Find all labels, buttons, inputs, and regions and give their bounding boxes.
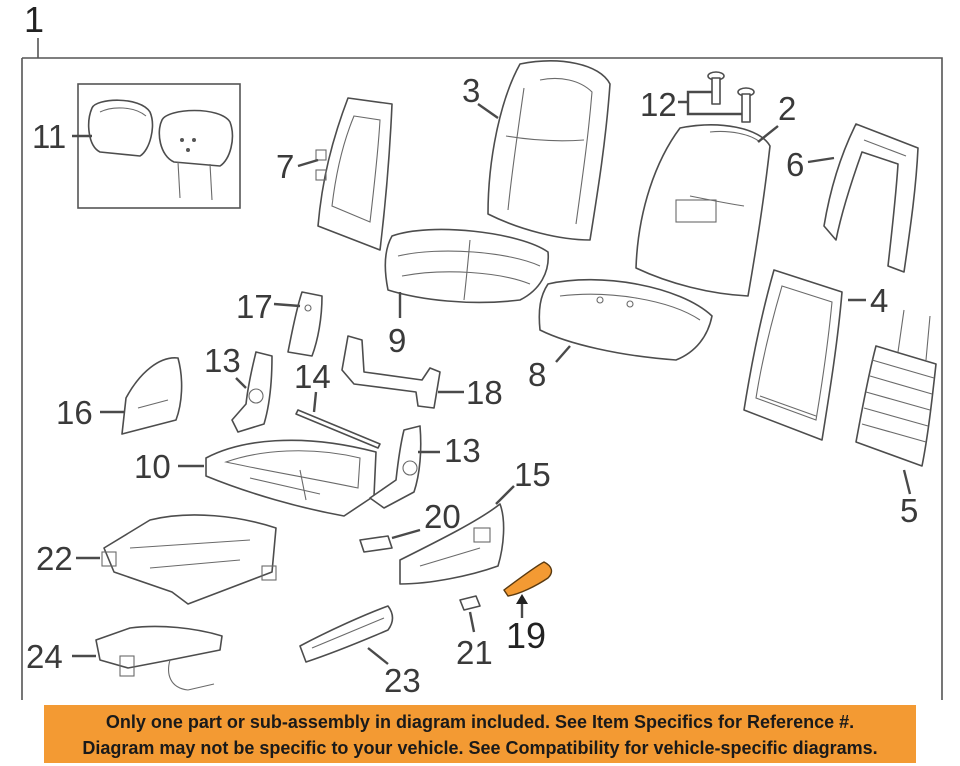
- callout-19: 19: [506, 615, 546, 656]
- part-12-pins: [707, 71, 755, 123]
- callout-4: 4: [870, 282, 888, 319]
- callout-3: 3: [462, 72, 480, 109]
- leader-6: [807, 156, 835, 164]
- part-23-trim: [299, 605, 394, 663]
- callout-2: 2: [778, 90, 796, 127]
- part-13-recliner-lower: [369, 425, 422, 509]
- arrowhead-19: [516, 594, 528, 604]
- callout-13b: 13: [444, 432, 481, 469]
- callout-22: 22: [36, 540, 73, 577]
- disclaimer-line-2: Diagram may not be specific to your vehi…: [82, 738, 878, 758]
- leader-7: [297, 158, 319, 168]
- part-21-cap: [459, 595, 481, 611]
- part-10-cushion-frame: [205, 439, 377, 517]
- part-5-suspension-mat: [855, 309, 937, 467]
- part-24-harness: [95, 625, 223, 691]
- leader-8: [555, 345, 571, 363]
- part-17-trim: [287, 291, 323, 357]
- disclaimer-line-1: Only one part or sub-assembly in diagram…: [105, 712, 855, 732]
- callout-17: 17: [236, 288, 273, 325]
- part-11-headrests: [77, 83, 241, 209]
- part-22-adjuster: [101, 514, 277, 605]
- leader-3: [477, 103, 499, 119]
- part-16-side-shield: [121, 357, 183, 435]
- callout-20: 20: [424, 498, 461, 535]
- part-7-back-panel: [315, 97, 393, 251]
- leader-17: [273, 302, 301, 308]
- callout-11: 11: [32, 118, 66, 155]
- callout-5: 5: [900, 492, 918, 529]
- callout-9: 9: [388, 322, 406, 359]
- part-14-rod: [295, 409, 381, 449]
- assembly-frame: [21, 38, 943, 700]
- callout-14: 14: [294, 358, 331, 395]
- leader-14: [312, 391, 318, 413]
- callout-15: 15: [514, 456, 551, 493]
- part-9-cushion-cover: [384, 228, 549, 304]
- callout-18: 18: [466, 374, 503, 411]
- part-18-crossbar: [341, 335, 441, 409]
- part-15-side-panel: [399, 503, 505, 585]
- part-20-switch: [359, 535, 393, 553]
- part-6-trim-panel: [823, 123, 919, 273]
- leader-5: [902, 469, 912, 495]
- callout-8: 8: [528, 356, 546, 393]
- callout-16: 16: [56, 394, 93, 431]
- leader-13a: [235, 377, 247, 389]
- callout-1: 1: [24, 0, 44, 40]
- part-8-cushion-pad: [538, 278, 713, 361]
- part-3-back-cover: [487, 60, 611, 241]
- callout-21: 21: [456, 634, 493, 671]
- leader-2: [757, 125, 779, 143]
- callout-6: 6: [786, 146, 804, 183]
- callout-13a: 13: [204, 342, 241, 379]
- callout-10: 10: [134, 448, 171, 485]
- disclaimer-banner: Only one part or sub-assembly in diagram…: [44, 705, 916, 763]
- part-4-back-frame: [743, 269, 843, 441]
- part-19-knob-highlighted: [503, 561, 553, 597]
- leader-23: [367, 647, 389, 665]
- part-13-recliner-upper: [231, 351, 273, 433]
- callout-12: 12: [640, 86, 677, 123]
- leader-15: [495, 485, 515, 505]
- leader-21: [468, 611, 476, 633]
- part-2-back-pad: [635, 124, 771, 297]
- callout-24: 24: [26, 638, 63, 675]
- leader-20: [391, 528, 421, 540]
- leader-12: [678, 90, 742, 116]
- callout-7: 7: [276, 148, 294, 185]
- callout-23: 23: [384, 662, 421, 699]
